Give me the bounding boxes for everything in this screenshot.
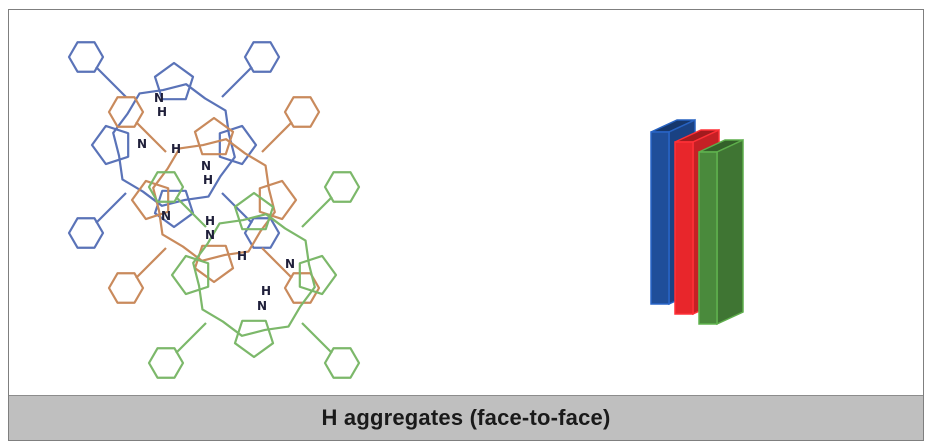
atom-label-h: H [157, 105, 167, 119]
pyrrole-ring [193, 244, 235, 284]
phenyl-ring [107, 272, 145, 304]
pyrrole-ring [258, 179, 298, 221]
pyrrole-ring [90, 124, 130, 166]
caption-bar: H aggregates (face-to-face) [9, 395, 923, 440]
caption-text: H aggregates (face-to-face) [321, 405, 611, 430]
pyrrole-ring [153, 61, 195, 101]
phenyl-bond [301, 196, 333, 228]
bar-green [698, 138, 744, 326]
phenyl-bond [135, 247, 167, 279]
stacked-bars-illustration [650, 118, 744, 326]
atom-labels: N H N H N H N H N H N N H [137, 91, 295, 313]
phenyl-bond [95, 192, 127, 224]
phenyl-bond [301, 322, 333, 354]
atom-label-n: N [154, 91, 164, 105]
porphyrin-middle [107, 96, 321, 304]
atom-label-n: N [137, 137, 147, 151]
bar-side-face [716, 138, 744, 326]
phenyl-bond [261, 121, 293, 153]
phenyl-ring [107, 96, 145, 128]
figure-frame: N H N H N H N H N H N N H H aggregates (… [8, 9, 924, 441]
bars-group [650, 118, 744, 326]
macrocycle-ring [152, 138, 276, 262]
pyrrole-ring [193, 116, 235, 156]
atom-label-h: H [203, 173, 213, 187]
atom-label-n: N [205, 228, 215, 242]
phenyl-ring [323, 347, 361, 379]
pyrrole-ring [218, 124, 258, 166]
bar-front-face [698, 151, 718, 325]
atom-label-h: H [171, 142, 181, 156]
phenyl-bond [175, 196, 207, 228]
porphyrin-stack-illustration: N H N H N H N H N H N N H [67, 41, 361, 379]
phenyl-ring [323, 171, 361, 203]
phenyl-bond [95, 66, 127, 98]
phenyl-ring [67, 217, 105, 249]
porphyrin-bottom [147, 171, 361, 379]
pyrrole-ring [298, 254, 338, 296]
phenyl-bond [175, 322, 207, 354]
bar-front-face [650, 131, 670, 305]
pyrrole-ring [233, 319, 275, 359]
figure-area: N H N H N H N H N H N N H [9, 10, 923, 396]
phenyl-ring [147, 347, 185, 379]
atom-label-n: N [257, 299, 267, 313]
atom-label-h: H [261, 284, 271, 298]
atom-label-h: H [205, 214, 215, 228]
phenyl-ring [147, 171, 185, 203]
pyrrole-ring [130, 179, 170, 221]
phenyl-bond [261, 247, 293, 279]
phenyl-bond [135, 121, 167, 153]
macrocycle-ring [192, 213, 316, 337]
atom-label-h: H [237, 249, 247, 263]
phenyl-ring [243, 41, 281, 73]
pyrrole-ring [233, 191, 275, 231]
pyrrole-ring [170, 254, 210, 296]
atom-label-n: N [161, 209, 171, 223]
phenyl-ring [243, 217, 281, 249]
phenyl-ring [283, 96, 321, 128]
macrocycle-ring [112, 83, 236, 207]
porphyrin-top [67, 41, 281, 249]
phenyl-bond [221, 66, 253, 98]
atom-label-n: N [201, 159, 211, 173]
atom-label-n: N [285, 257, 295, 271]
bar-front-face [674, 141, 694, 315]
phenyl-ring [67, 41, 105, 73]
